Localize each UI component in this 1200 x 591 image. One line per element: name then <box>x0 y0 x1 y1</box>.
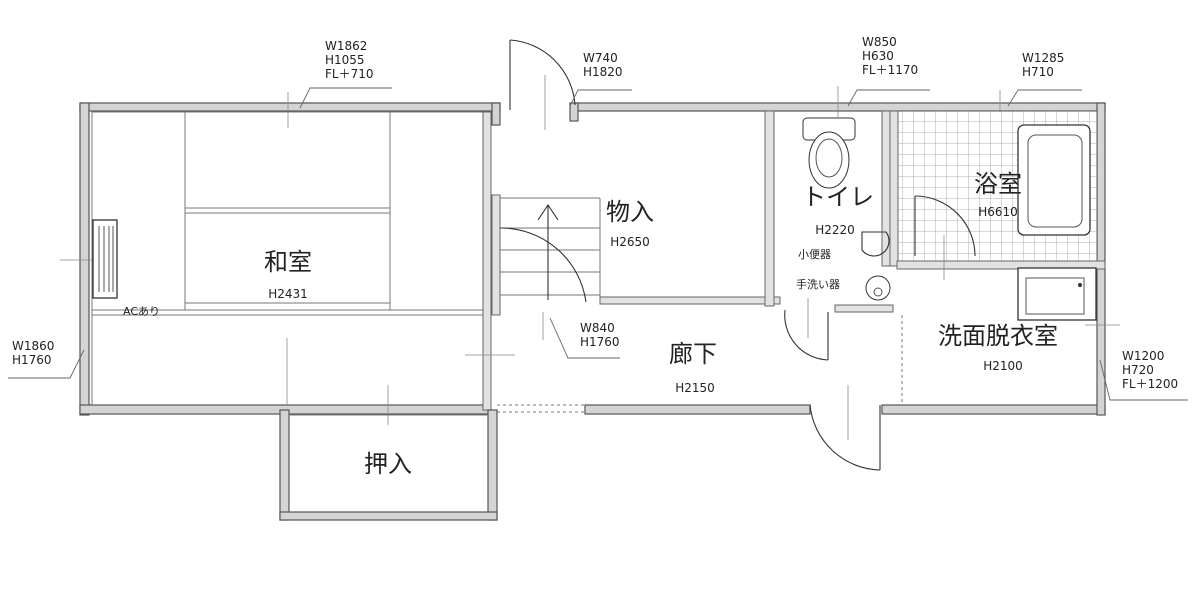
svg-text:H630: H630 <box>862 49 894 63</box>
window-door-top: W740 H1820 <box>583 51 623 79</box>
senmen-room <box>809 267 1097 471</box>
window-senmen-right: W1200 H720 FL＋1200 <box>1122 349 1178 391</box>
monoire-label: 物入 <box>606 198 654 226</box>
svg-text:H1820: H1820 <box>583 65 623 79</box>
svg-text:H710: H710 <box>1022 65 1054 79</box>
svg-text:W1200: W1200 <box>1122 349 1164 363</box>
corridor-label: 廊下 <box>669 340 717 368</box>
svg-text:W1285: W1285 <box>1022 51 1064 65</box>
leader-lines <box>8 87 1188 401</box>
staircase <box>491 194 601 316</box>
window-stair-side: W840 H1760 <box>580 321 620 349</box>
oshiire-label: 押入 <box>364 450 412 478</box>
window-washitsu-left: W1860 H1760 <box>12 339 54 367</box>
oshiire-closet <box>279 409 498 521</box>
svg-text:FL＋710: FL＋710 <box>325 67 374 81</box>
window-bath-top: W1285 H710 <box>1022 51 1064 79</box>
svg-text:FL＋1170: FL＋1170 <box>862 63 918 77</box>
monoire-height: H2650 <box>610 235 650 249</box>
ac-unit <box>92 219 118 299</box>
window-toilet-top: W850 H630 FL＋1170 <box>862 35 918 77</box>
monoire-storage <box>599 110 781 307</box>
urinal-note: 小便器 <box>798 248 831 261</box>
bath-height: H6610 <box>978 205 1018 219</box>
svg-text:H1055: H1055 <box>325 53 365 67</box>
svg-text:W850: W850 <box>862 35 897 49</box>
svg-text:W1860: W1860 <box>12 339 54 353</box>
window-washitsu-top: W1862 H1055 FL＋710 <box>325 39 374 81</box>
senmen-height: H2100 <box>983 359 1023 373</box>
ac-note: ACあり <box>123 305 160 318</box>
svg-text:FL＋1200: FL＋1200 <box>1122 377 1178 391</box>
entry-door <box>509 39 576 110</box>
toilet-height: H2220 <box>815 223 855 237</box>
svg-text:H1760: H1760 <box>12 353 52 367</box>
svg-text:W740: W740 <box>583 51 618 65</box>
washitsu-room <box>91 111 492 411</box>
senmen-label: 洗面脱衣室 <box>938 322 1058 350</box>
svg-text:W1862: W1862 <box>325 39 367 53</box>
washitsu-height: H2431 <box>268 287 308 301</box>
bath-label: 浴室 <box>974 170 1022 198</box>
washitsu-label: 和室 <box>264 248 312 276</box>
toilet-room <box>784 110 894 361</box>
svg-text:W840: W840 <box>580 321 615 335</box>
handwash-note: 手洗い器 <box>796 277 840 291</box>
svg-text:H1760: H1760 <box>580 335 620 349</box>
svg-text:H720: H720 <box>1122 363 1154 377</box>
corridor-height: H2150 <box>675 381 715 395</box>
guide-ticks <box>60 75 1120 440</box>
toilet-label: トイレ <box>802 183 874 211</box>
bathroom <box>889 110 1106 270</box>
